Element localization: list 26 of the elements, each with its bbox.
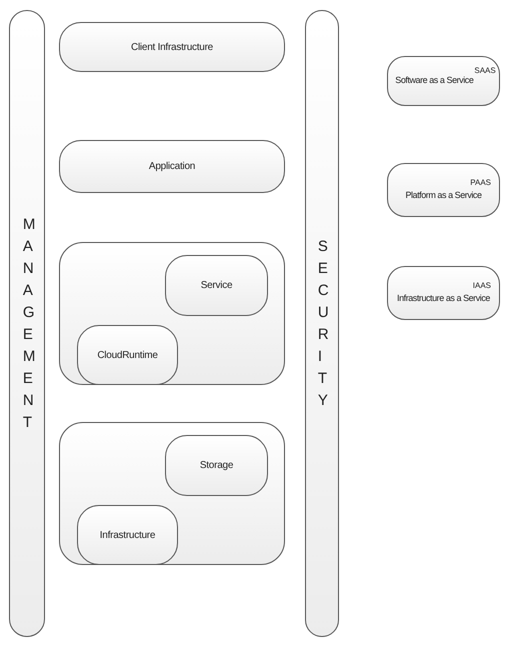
rounded-box <box>77 505 178 565</box>
rounded-box <box>387 163 500 217</box>
box-label: Client Infrastructure <box>130 40 213 54</box>
rounded-box <box>59 22 285 72</box>
box-label: Infrastructure <box>100 528 156 542</box>
layer-label: Software as a Service <box>395 74 474 88</box>
box-label: Service <box>200 279 232 293</box>
layer-label: Platform as a Service <box>405 189 482 202</box>
layer-label: Infrastructure as a Service <box>397 292 490 306</box>
abbreviation-label: IAAS <box>472 280 492 292</box>
rounded-box <box>59 140 285 193</box>
box-label: CloudRuntime <box>97 348 158 362</box>
vertical-band <box>9 10 45 637</box>
rounded-box <box>165 255 268 316</box>
container-box <box>59 242 285 385</box>
vertical-band <box>305 10 339 637</box>
container-box <box>59 422 285 565</box>
rounded-box <box>165 435 268 496</box>
vertical-label: SECURITY <box>318 236 326 410</box>
box-label: Storage <box>200 459 234 473</box>
abbreviation-label: PAAS <box>470 177 492 190</box>
rounded-box <box>77 325 178 385</box>
rounded-box <box>387 266 500 320</box>
rounded-box <box>387 56 500 106</box>
abbreviation-label: SAAS <box>474 65 496 77</box>
box-label: Application <box>148 160 196 174</box>
